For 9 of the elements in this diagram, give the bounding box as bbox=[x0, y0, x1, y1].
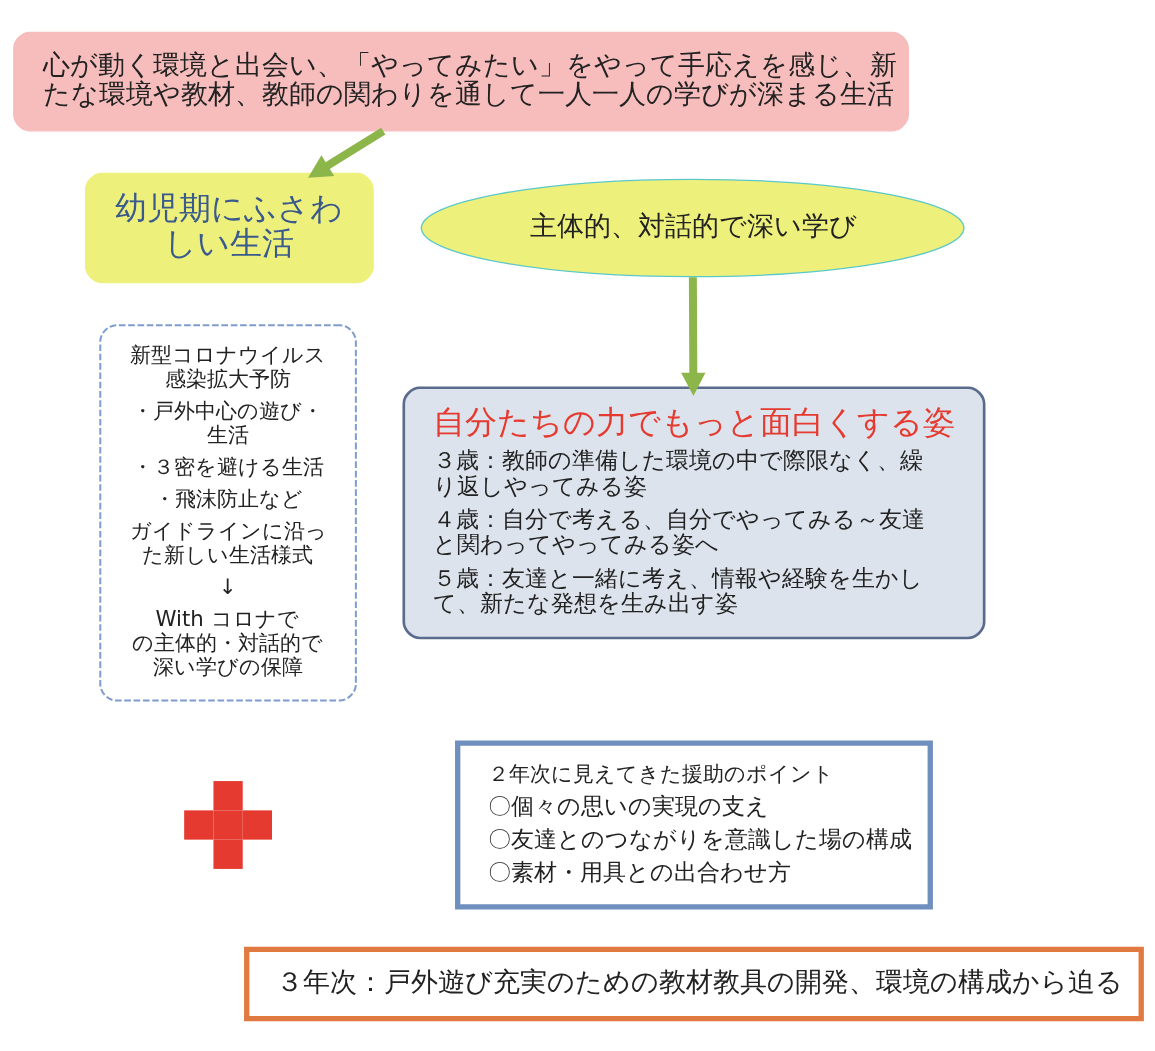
node-box: 幼児期にふさわしい生活 bbox=[85, 172, 374, 284]
arrow bbox=[308, 127, 386, 178]
node-box: 新型コロナウイルス感染拡大予防 ・戸外中心の遊び・生活 ・３密を避ける生活 ・飛沫防止など ガイドラインに沿った新しい生活様式 ↓ With コロナでの主体的・対話的で深い学びの保障 bbox=[99, 324, 357, 702]
node-ellipse: 主体的、対話的で深い学び bbox=[420, 178, 965, 278]
arrow bbox=[681, 277, 706, 396]
node-box: 心が動く環境と出会い、「やってみたい」をやって手応えを感じ、新たな環境や教材、教師の関わりを通して一人一人の学びが深まる生活 bbox=[13, 31, 909, 132]
node-box: 自分たちの力でもっと面白くする姿 ３歳：教師の準備した環境の中で際限なく、繰り返しやってみる姿 ４歳：自分で考える、自分でやってみる～友達と関わってやってみる姿へ ５歳：友達と一緒に考え、情報や経験を生かして、新たな発想を生み出す姿 bbox=[402, 386, 986, 640]
node-box: ２年次に見えてきた援助のポイント 〇個々の思いの実現の支え 〇友達とのつながりを意識した場の構成 〇素材・用具との出合わせ方 bbox=[455, 740, 933, 910]
node-box: ３年次：戸外遊び充実のための教材教具の開発、環境の構成から迫る bbox=[244, 946, 1144, 1022]
